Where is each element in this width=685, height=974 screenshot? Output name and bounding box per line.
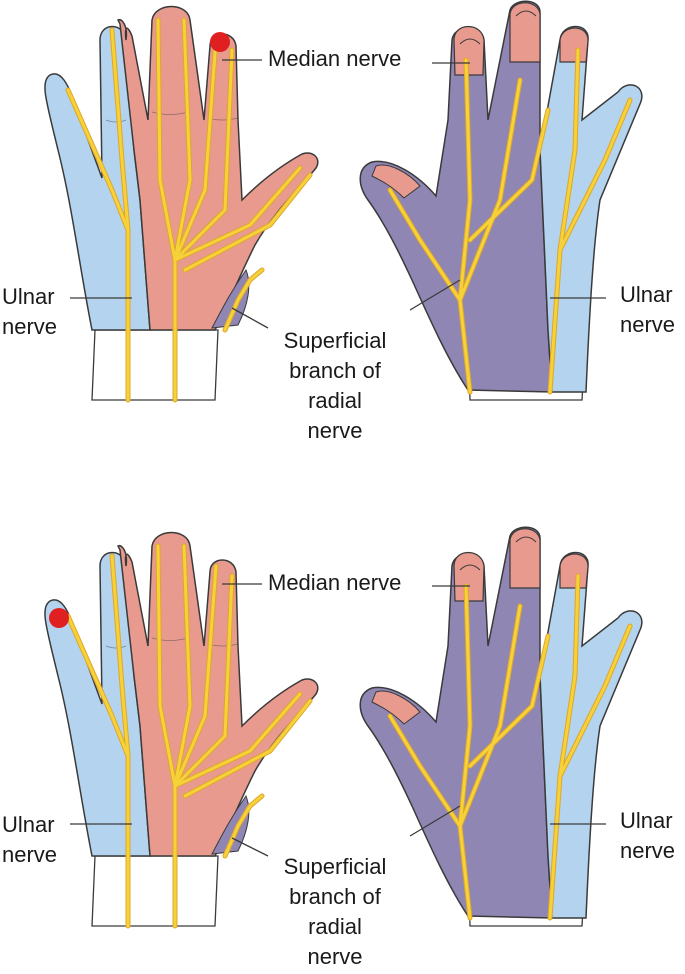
median-nerve-text: Median nerve bbox=[268, 46, 402, 71]
radial-text-line2: branch of bbox=[289, 358, 381, 383]
dorsal-hand-top bbox=[360, 1, 642, 400]
radial-text-line2: branch of bbox=[289, 884, 381, 909]
marker-dot-top bbox=[210, 32, 230, 52]
radial-text-line3: radial bbox=[308, 914, 362, 939]
ulnar-text-line1: Ulnar bbox=[620, 282, 673, 307]
radial-nerve-label-bottom: Superficial branch of radial nerve bbox=[270, 852, 400, 972]
ulnar-nerve-label-right-bottom: Ulnar nerve bbox=[620, 806, 675, 866]
radial-text-line1: Superficial bbox=[283, 328, 387, 353]
leader-lines-bottom bbox=[70, 583, 606, 857]
marker-dot-bottom bbox=[49, 608, 69, 628]
radial-text-line3: radial bbox=[308, 388, 362, 413]
panel-bottom bbox=[45, 527, 642, 926]
ulnar-text-line2: nerve bbox=[2, 314, 58, 339]
dorsal-hand-bottom bbox=[360, 527, 642, 926]
median-nerve-label-top: Median nerve bbox=[268, 44, 401, 74]
radial-text-line1: Superficial bbox=[283, 854, 387, 879]
ulnar-text-line2: nerve bbox=[620, 312, 676, 337]
median-nerve-label-bottom: Median nerve bbox=[268, 568, 401, 598]
radial-text-line4: nerve bbox=[307, 944, 363, 969]
ulnar-text-line2: nerve bbox=[620, 838, 676, 863]
radial-text-line4: nerve bbox=[307, 418, 363, 443]
ulnar-text-line1: Ulnar bbox=[620, 808, 673, 833]
ulnar-text-line2: nerve bbox=[2, 842, 58, 867]
ulnar-text-line1: Ulnar bbox=[2, 284, 55, 309]
ulnar-nerve-label-right-top: Ulnar nerve bbox=[620, 280, 675, 340]
panel-top bbox=[45, 1, 642, 400]
ulnar-nerve-label-left-top: Ulnar nerve bbox=[2, 282, 57, 342]
radial-nerve-label-top: Superficial branch of radial nerve bbox=[270, 326, 400, 446]
median-nerve-text: Median nerve bbox=[268, 570, 402, 595]
ulnar-nerve-label-left-bottom: Ulnar nerve bbox=[2, 810, 57, 870]
ulnar-text-line1: Ulnar bbox=[2, 812, 55, 837]
leader-lines-top bbox=[70, 59, 606, 329]
